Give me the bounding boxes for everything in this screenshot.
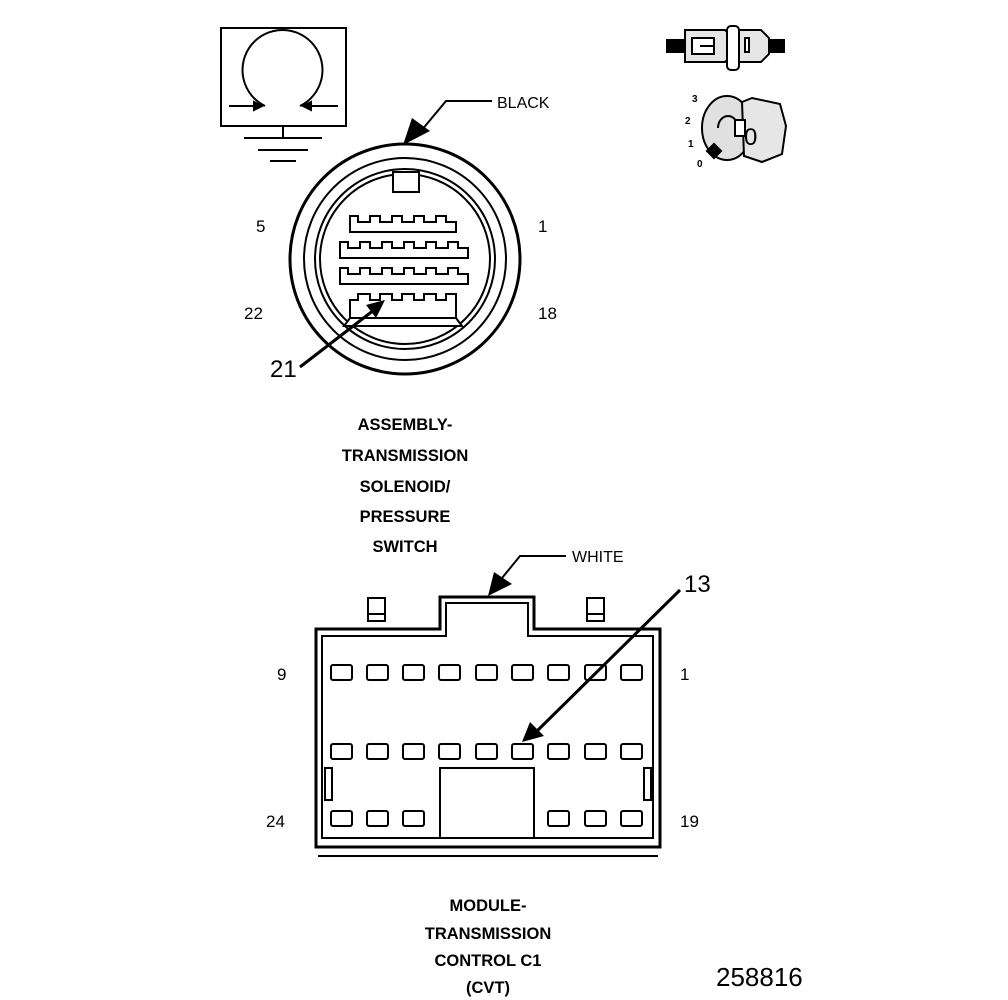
pin-callout-13: 13 — [684, 571, 711, 598]
pin-label-1: 1 — [538, 217, 547, 236]
title-line-4: PRESSURE — [360, 508, 451, 526]
ignition-position-1: 1 — [688, 139, 694, 150]
pin-label-19: 19 — [680, 812, 699, 831]
ignition-position-2: 2 — [685, 116, 691, 127]
white-leader-line — [501, 555, 566, 579]
solenoid-connector: BLACK 21 5 1 22 18 — [244, 95, 557, 383]
pin-21-arrow — [366, 300, 385, 318]
black-leader-arrow — [403, 118, 430, 145]
connector-plug-icon — [666, 25, 785, 71]
title-line-2: TRANSMISSION — [342, 447, 469, 465]
title-line-3: SOLENOID/ — [360, 478, 451, 496]
title-line-2: TRANSMISSION — [425, 925, 552, 943]
title-line-1: ASSEMBLY- — [358, 416, 453, 434]
ignition-position-3: 3 — [692, 94, 698, 105]
ground-symbol-icon — [220, 27, 347, 162]
pin-callout-21: 21 — [270, 356, 297, 383]
pin-label-1-tcm: 1 — [680, 665, 689, 684]
title-line-3: CONTROL C1 — [435, 952, 542, 970]
figure-number: 258816 — [716, 962, 803, 992]
tcm-connector: WHITE — [266, 549, 711, 857]
title-line-5: SWITCH — [372, 538, 437, 556]
pin-label-18: 18 — [538, 304, 557, 323]
solenoid-pin-rows — [339, 215, 469, 327]
black-leader-line — [415, 100, 492, 138]
ignition-key-label: 0 — [744, 124, 757, 151]
ignition-position-0: 0 — [697, 159, 703, 170]
pin-label-22: 22 — [244, 304, 263, 323]
title-line-4: (CVT) — [466, 979, 510, 997]
pin-label-9: 9 — [277, 665, 286, 684]
pin-13-arrow — [522, 722, 544, 742]
tcm-connector-title: MODULE- TRANSMISSION CONTROL C1 (CVT) — [425, 897, 552, 997]
pin-label-24: 24 — [266, 812, 285, 831]
title-line-1: MODULE- — [450, 897, 527, 915]
white-leader-arrow — [488, 572, 512, 596]
tcm-pin-cavities — [330, 664, 643, 827]
pin-label-5: 5 — [256, 217, 265, 236]
solenoid-connector-title: ASSEMBLY- TRANSMISSION SOLENOID/ PRESSUR… — [342, 416, 469, 556]
pin-13-leader-line — [534, 588, 682, 734]
connector-color-white: WHITE — [572, 549, 624, 566]
ignition-switch-icon: 3 2 1 0 0 — [685, 94, 788, 170]
pin-21-leader-line — [299, 308, 375, 369]
connector-color-black: BLACK — [497, 95, 550, 112]
